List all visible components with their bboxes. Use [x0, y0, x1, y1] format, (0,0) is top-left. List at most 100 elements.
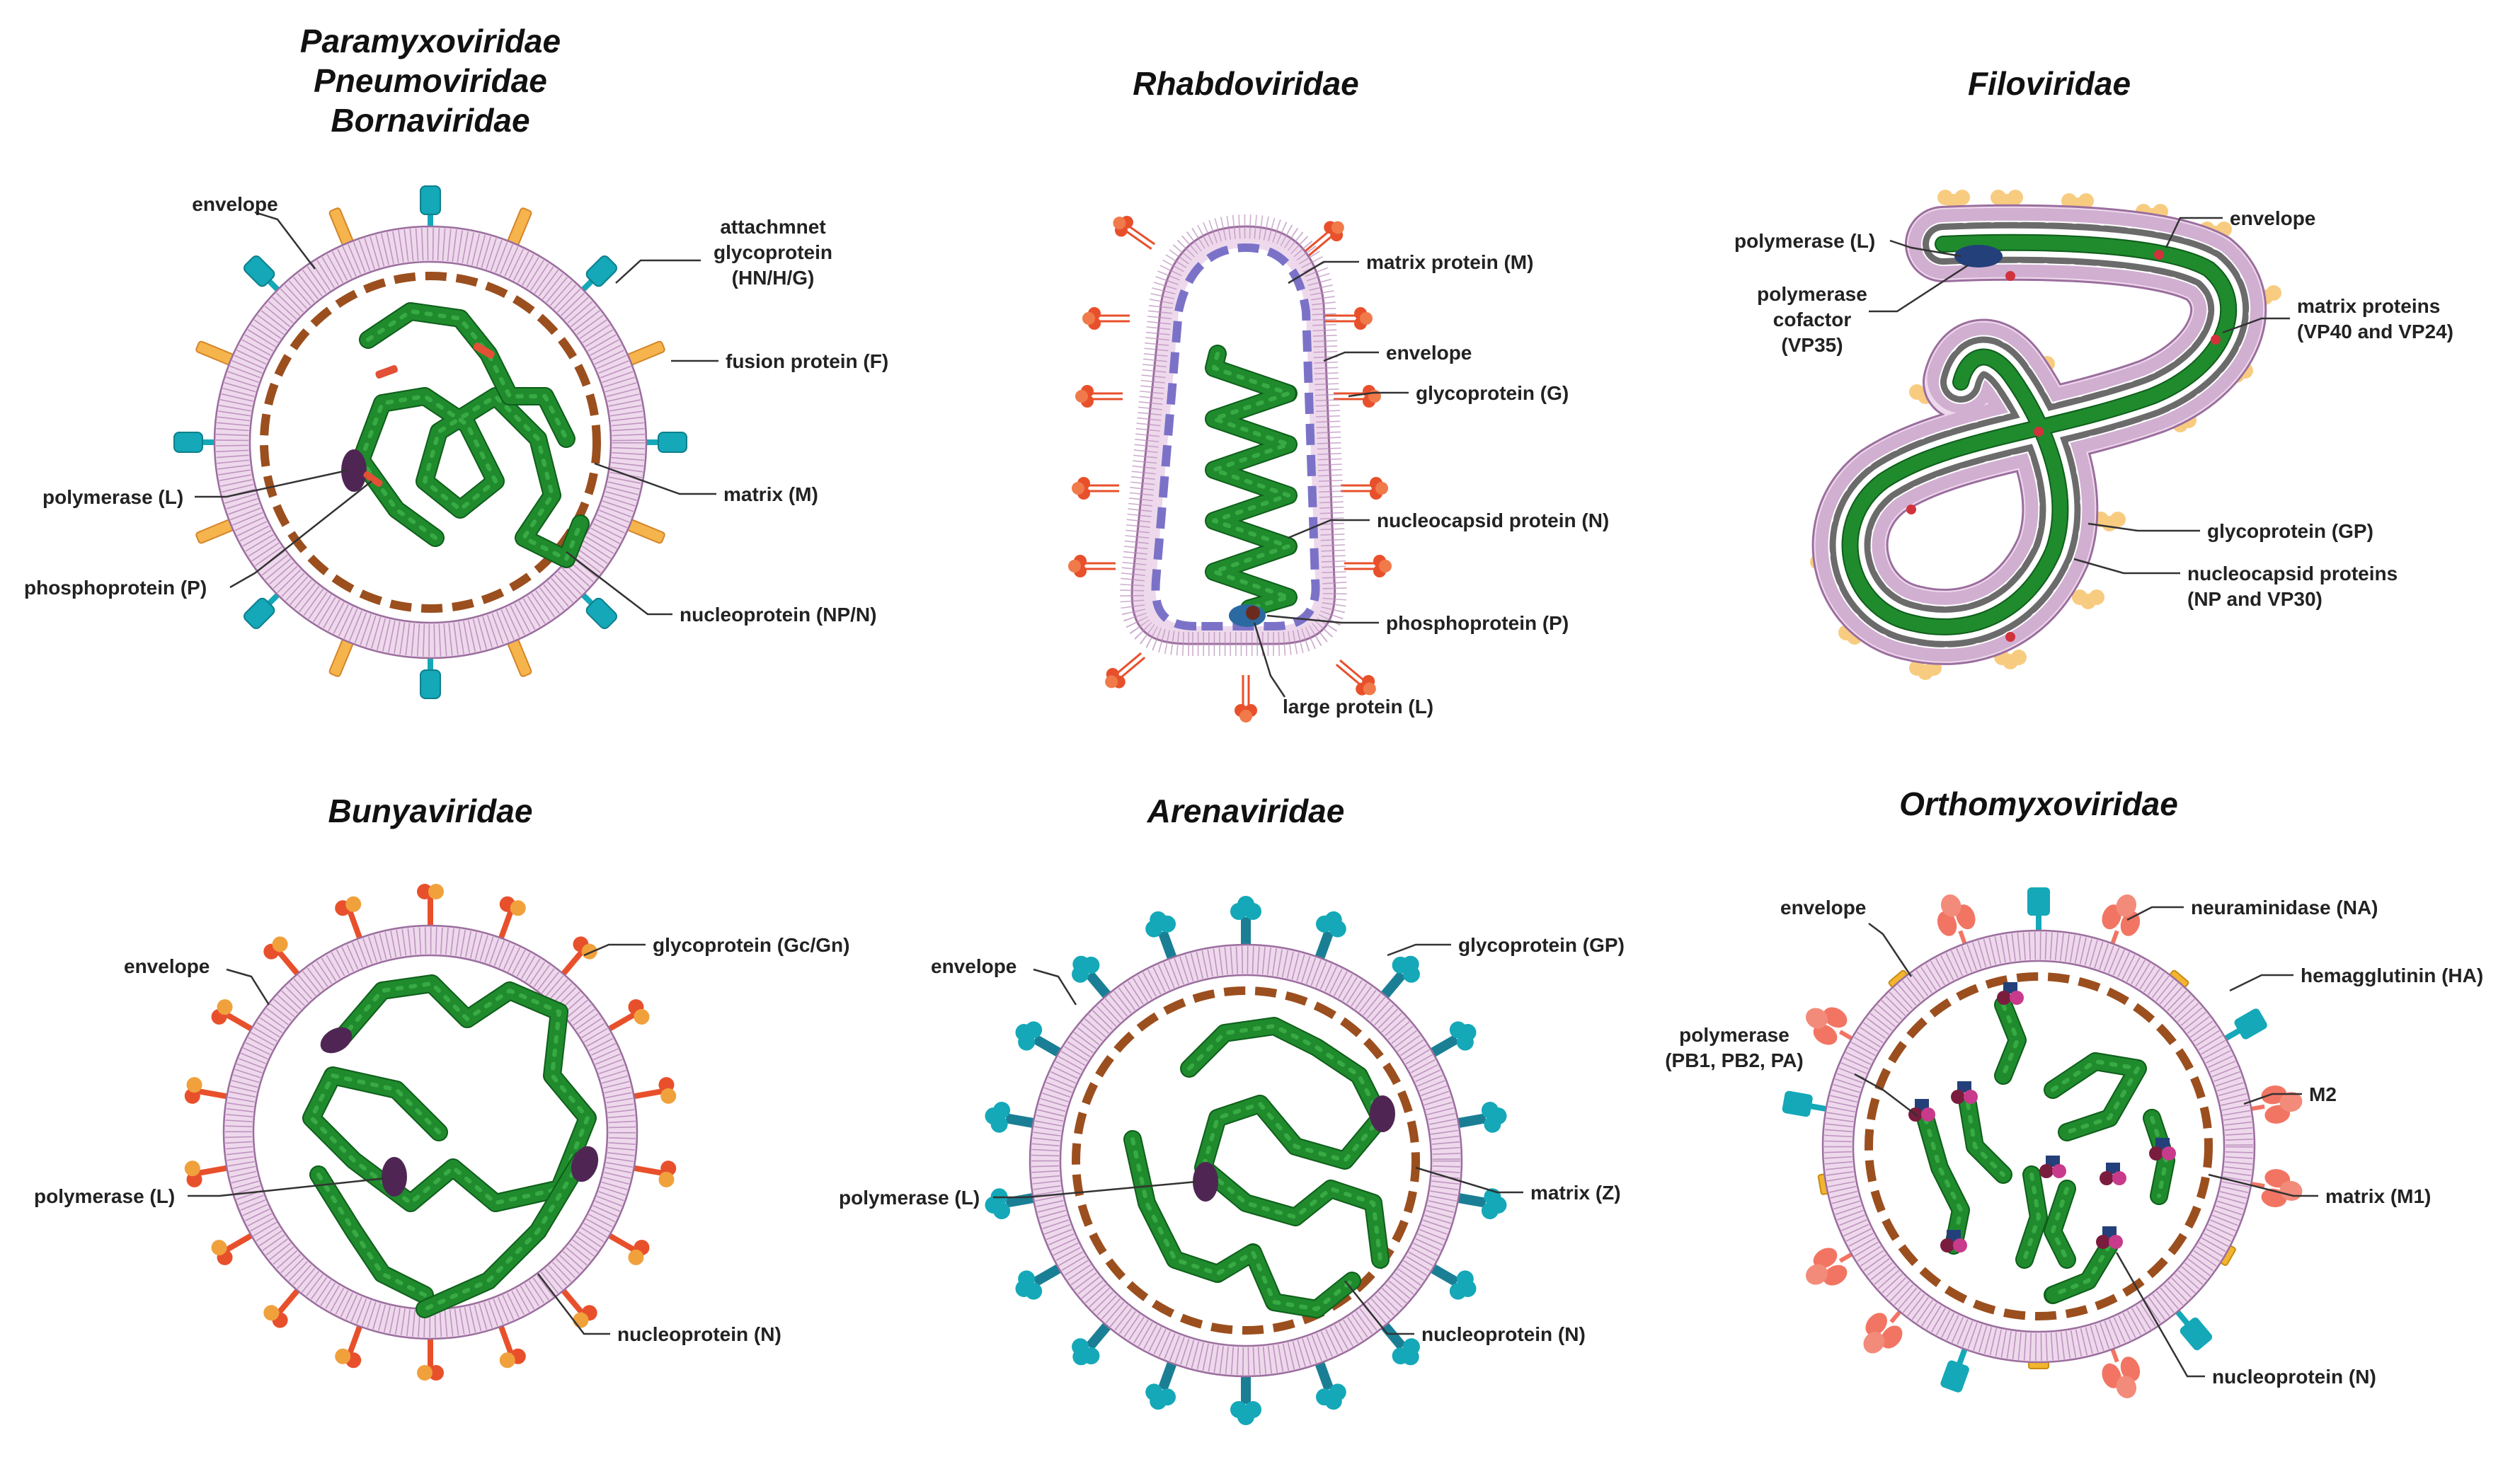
bunya-envelope-outer-edge	[222, 924, 638, 1340]
bunya-spike-10-head-b	[335, 1348, 351, 1364]
bunya-leader-nucleo	[537, 1273, 610, 1335]
arena-spike-16-head-c	[1072, 955, 1090, 973]
rhabdo-spike-2-head-c	[1075, 390, 1088, 403]
paramyxo-label-attachment-text: attachmnet	[720, 216, 825, 238]
orthomyxo-spike-1-head-b	[2120, 911, 2141, 936]
paramyxo-spike-10-head	[244, 597, 275, 629]
orthomyxo-spike-11-head-c	[1863, 1332, 1885, 1354]
bunya-spike-9-head-b	[417, 1365, 433, 1381]
paramyxo-title-line: Bornaviridae	[331, 102, 530, 139]
orthomyxo-spike-17-head-c	[1940, 894, 1961, 917]
rhabdo-spike-1	[1082, 307, 1130, 330]
arena-polymerase-a	[1193, 1162, 1218, 1202]
arena-envelope-inner-edge	[1059, 974, 1433, 1347]
orthomyxo-pa-4	[2112, 1171, 2126, 1185]
orthomyxo-spike-10-head	[1940, 1360, 1969, 1393]
filo-vp24-dot-5	[2005, 632, 2015, 642]
rhabdo-label-large: large protein (L)	[1253, 622, 1433, 718]
rhabdo-spike-9-head-c	[1375, 482, 1388, 495]
rhabdo-spike-12-head-c	[1331, 221, 1344, 234]
paramyxo-phosphoprotein	[363, 471, 383, 488]
rhabdo-spike-9	[1341, 477, 1388, 500]
filo-leader-polymerase	[1889, 239, 1961, 258]
rhabdo-leader-phospho	[1266, 614, 1379, 624]
orthomyxo-label-envelope-text: envelope	[1780, 897, 1866, 918]
rhabdo-spike-8-head-c	[1379, 560, 1392, 572]
orthomyxo-polymerase-4	[2100, 1163, 2126, 1185]
rhabdo-spike-2	[1075, 385, 1123, 408]
orthomyxo-segment-7-highlight	[2051, 1243, 2112, 1297]
filo-label-cofactor-text: cofactor	[1773, 309, 1852, 330]
orthomyxo-pb2-0	[1997, 991, 2011, 1005]
bunya-spike-1-head-b	[510, 900, 526, 916]
paramyxo-label-nucleo: nucleoprotein (NP/N)	[566, 551, 876, 626]
filo-vp24-dot-4	[1906, 505, 1916, 514]
rhabdo-leader-large	[1253, 622, 1286, 698]
rhabdo-large-protein	[1246, 606, 1260, 620]
arena-rna-b-highlight	[1130, 1137, 1354, 1311]
paramyxo-spike-4	[638, 432, 687, 453]
filo-gp-2-c	[2061, 193, 2077, 209]
paramyxo-rna-a	[352, 387, 590, 568]
filo-gp-5-b	[2266, 285, 2281, 301]
arena-rna-b-beads	[1125, 1131, 1360, 1317]
arena-label-envelope: envelope	[931, 955, 1077, 1006]
filo-leader-cofactor	[1869, 264, 1969, 313]
rhabdo-label-envelope-text: envelope	[1386, 342, 1472, 364]
orthomyxo-pb2-4	[2100, 1171, 2114, 1185]
arena-polymerase-b	[1370, 1095, 1395, 1132]
rhabdo-spike-0-stem-b	[1128, 225, 1156, 246]
paramyxo-red-mark-a	[473, 342, 495, 359]
filo-leader-glyco	[2087, 522, 2200, 532]
arena-spike-5-head-c	[1489, 1196, 1507, 1214]
arena-label-matrix: matrix (Z)	[1415, 1166, 1621, 1204]
filo-label-cofactor-text: (VP35)	[1781, 334, 1843, 356]
orthomyxo-leader-matrix	[2208, 1173, 2318, 1197]
paramyxo-label-polymerase-text: polymerase (L)	[42, 486, 183, 508]
rhabdo-spike-6-head-c	[1239, 710, 1252, 722]
arena-spike-1-head-c	[1324, 911, 1342, 928]
arena-label-envelope-text: envelope	[931, 955, 1016, 977]
arena-spike-4-head-c	[1489, 1107, 1507, 1125]
arena-leader-polymerase	[993, 1180, 1197, 1199]
arena-virion	[985, 896, 1507, 1425]
arena-spike-12-head-c	[1015, 1280, 1033, 1297]
arena-spike-14-head-c	[985, 1107, 1002, 1125]
filo-label-nucleocapsid-text: (NP and VP30)	[2187, 588, 2323, 610]
paramyxo-title-line: Paramyxoviridae	[299, 23, 561, 59]
bunya-spike-14-head-b	[186, 1077, 202, 1093]
orthomyxo-pb1-7	[2102, 1226, 2117, 1238]
rhabdo-spike-6	[1235, 675, 1257, 722]
orthomyxo-leader-envelope	[1868, 923, 1913, 977]
orthomyxo-title: Orthomyxoviridae	[1756, 784, 2322, 824]
paramyxo-spike-8-head	[420, 669, 441, 699]
orthomyxo-segment-6-highlight	[2051, 1187, 2069, 1262]
bunya-polymerase-b	[382, 1157, 407, 1197]
arena-matrix-ring	[1072, 986, 1420, 1335]
orthomyxo-spike-8-head-a	[2120, 1357, 2141, 1382]
arena-label-polymerase: polymerase (L)	[839, 1180, 1197, 1209]
bunya-spike-15-head-b	[217, 999, 233, 1015]
filo-leader-envelope	[2165, 217, 2223, 248]
paramyxo-spike-0-head	[420, 185, 441, 215]
filo-vp24-dot-3	[2034, 427, 2044, 437]
filo-nucleocapsid	[1843, 235, 2236, 634]
orthomyxo-pb1-5	[2155, 1138, 2170, 1149]
orthomyxo-pb2-5	[2149, 1146, 2163, 1161]
orthomyxo-label-polymerase: polymerase(PB1, PB2, PA)	[1665, 1024, 1919, 1117]
orthomyxo-matrix-ring	[1865, 972, 2213, 1320]
filo-glycoprotein-15	[1994, 650, 2027, 669]
arena-spike-9-head-c	[1237, 1408, 1254, 1425]
orthomyxo-segment-2-highlight	[2051, 1059, 2140, 1134]
filo-label-polymerase: polymerase (L)	[1734, 230, 1961, 258]
filo-label-cofactor-text: polymerase	[1757, 283, 1867, 305]
orthomyxo-segment-4-highlight	[1923, 1116, 1963, 1248]
paramyxo-label-envelope-text: envelope	[192, 193, 277, 215]
orthomyxo-pb2-6	[1940, 1238, 1954, 1252]
orthomyxo-label-na: neuraminidase (NA)	[2126, 897, 2378, 921]
orthomyxo-leader-polymerase	[1854, 1073, 1919, 1117]
rhabdo-spike-7-head-c	[1363, 682, 1376, 696]
filo-gp-2-b	[2078, 193, 2094, 209]
paramyxo-spike-14-head	[244, 255, 275, 287]
